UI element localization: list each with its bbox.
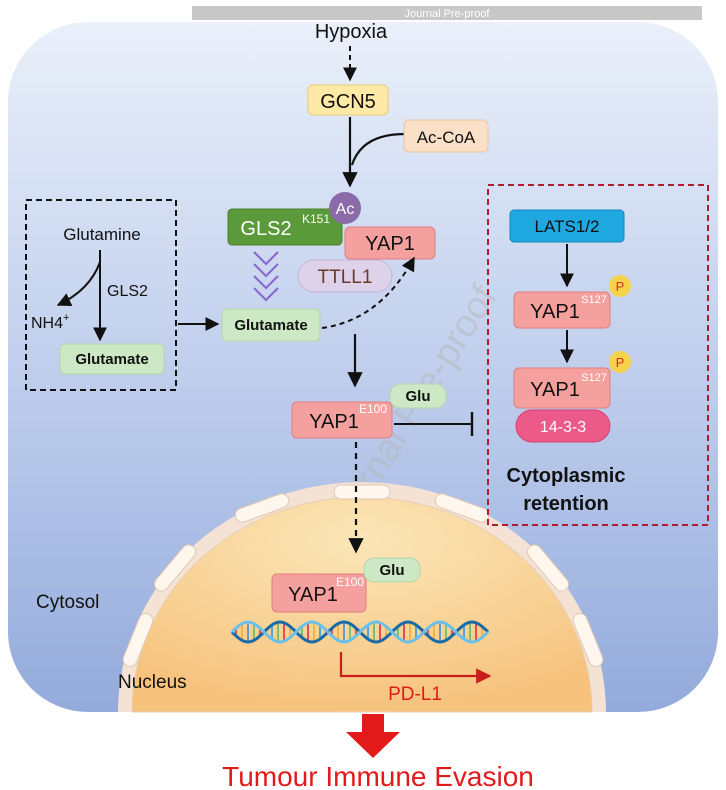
phospho-badge-1 [609, 275, 631, 297]
left-gls2-label: GLS2 [107, 283, 148, 300]
yap1-s127-label: YAP1 [530, 301, 580, 323]
yap1-nuclear-site: E100 [336, 575, 364, 589]
yap1-s127-site: S127 [581, 294, 607, 306]
glutamate-center-node [221, 308, 321, 342]
yap1-s127-bound-label: YAP1 [530, 379, 580, 401]
ac-label: Ac [336, 201, 355, 218]
ttll1-label: TTLL1 [318, 267, 373, 288]
phospho-label-1: P [616, 279, 625, 294]
yap1-s127-node [513, 291, 611, 329]
glutamine-label: Glutamine [63, 225, 140, 244]
acoa-merge-line [350, 132, 406, 166]
yap1-e100-label: YAP1 [309, 411, 359, 433]
pdl1-label: PD-L1 [388, 684, 442, 705]
protein-1433-label: 14-3-3 [540, 419, 586, 436]
retention-title-line2: retention [523, 493, 609, 515]
arrow-glutamine-nh4 [56, 261, 101, 306]
yap1-nuclear-node [271, 573, 367, 613]
glutamate-center-label: Glutamate [234, 317, 307, 334]
phospho-label-2: P [616, 355, 625, 370]
glu-nuclear-node [363, 557, 421, 583]
acoa-label: Ac-CoA [417, 128, 476, 147]
nh4-label: NH4+ [31, 312, 69, 332]
nuclear-membrane [122, 484, 604, 667]
lats-label: LATS1/2 [535, 217, 600, 236]
outcome-label: Tumour Immune Evasion [222, 761, 534, 790]
acetyl-circle [329, 192, 361, 224]
transcription-arrow [339, 652, 492, 684]
phospho-badge-2 [609, 351, 631, 373]
retention-title-line1: Cytoplasmic [507, 465, 626, 487]
yap1-nuclear-label: YAP1 [288, 584, 338, 606]
down-arrow-icon [346, 714, 400, 758]
glutamate-left-label: Glutamate [75, 351, 148, 368]
arrow-glutamate-yap1 [321, 256, 415, 329]
acoa-node [403, 119, 489, 153]
protein-1433-node [515, 409, 611, 443]
gcn5-node [307, 84, 389, 116]
cytoplasmic-retention-box [487, 184, 709, 526]
nucleus-label: Nucleus [118, 672, 187, 693]
cell-background [8, 22, 718, 712]
yap1-top-node [344, 226, 436, 260]
cytosol-label: Cytosol [36, 592, 99, 613]
glutamate-left-node [59, 343, 165, 375]
yap1-s127-bound-site: S127 [581, 372, 607, 384]
gcn5-label: GCN5 [320, 91, 376, 113]
chevron-down-icon [253, 251, 279, 302]
glu-nuclear-label: Glu [380, 562, 405, 579]
hypoxia-label: Hypoxia [315, 21, 388, 43]
glutaminolysis-box [25, 199, 177, 391]
gls2-site-label: K151 [302, 212, 330, 226]
yap1-e100-site: E100 [359, 402, 387, 416]
header-text: Journal Pre-proof [405, 8, 491, 20]
lats-node [509, 209, 625, 243]
gls2-label: GLS2 [240, 218, 291, 240]
glu-label: Glu [406, 388, 431, 405]
header-bar [192, 6, 702, 20]
ttll1-node [297, 259, 393, 293]
yap1-e100-node [291, 401, 393, 439]
glu-node [389, 383, 447, 409]
gls2-node [227, 208, 343, 246]
yap1-s127-bound-node [513, 367, 611, 409]
yap1-top-label: YAP1 [365, 233, 415, 255]
dna-helix [230, 620, 490, 644]
